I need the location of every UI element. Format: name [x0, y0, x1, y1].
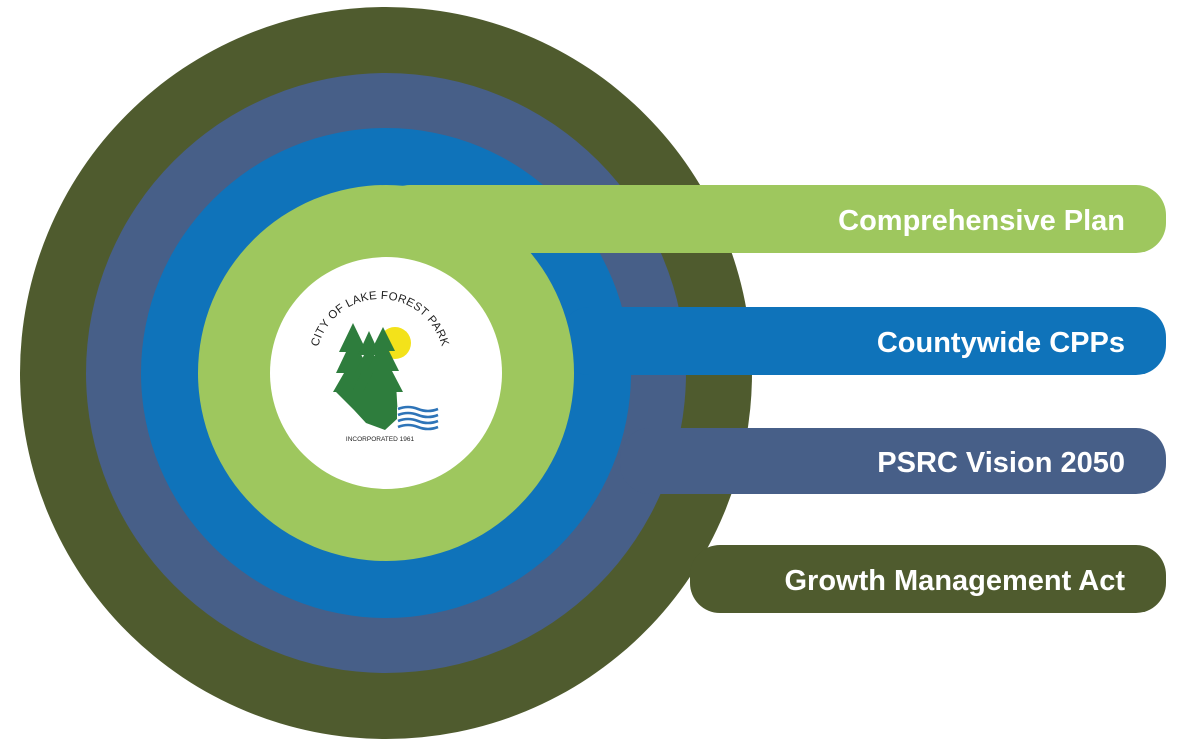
label-comprehensive-plan: Comprehensive Plan — [838, 205, 1125, 237]
land-icon — [336, 383, 398, 430]
band-countywide-cpps — [560, 307, 1166, 375]
layer-comprehensive-plan: Comprehensive Plan — [198, 185, 1166, 561]
city-seal: CITY OF LAKE FOREST PARK INCORPORATED 19… — [270, 257, 502, 489]
water-icon — [397, 405, 439, 431]
band-growth-management-act — [690, 545, 1166, 613]
label-growth-management-act: Growth Management Act — [784, 565, 1125, 597]
label-psrc-vision-2050: PSRC Vision 2050 — [877, 447, 1125, 479]
band-comprehensive-plan — [380, 185, 1166, 253]
tree-icon — [333, 323, 403, 392]
seal-bottom-text: INCORPORATED 1961 — [346, 436, 415, 443]
band-psrc-vision-2050 — [620, 428, 1166, 494]
label-countywide-cpps: Countywide CPPs — [877, 327, 1125, 359]
